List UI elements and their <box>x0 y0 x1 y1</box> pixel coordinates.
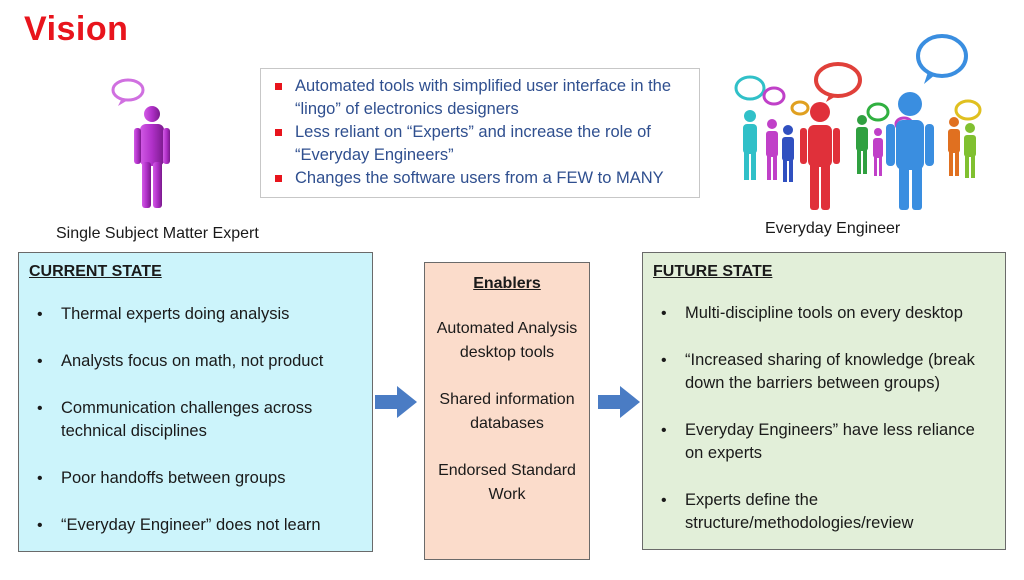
bullet-icon: • <box>37 517 43 534</box>
list-item: •Communication challenges across technic… <box>37 399 313 440</box>
list-item: •Poor handoffs between groups <box>29 467 362 490</box>
everyday-engineers-icon <box>734 34 982 210</box>
enabler-item: Endorsed Standard Work <box>438 462 576 503</box>
future-state-heading: FUTURE STATE <box>653 263 773 280</box>
right-arrow-icon <box>598 386 640 418</box>
vision-bullet: Less reliant on “Experts” and increase t… <box>271 121 689 167</box>
bullet-icon: • <box>661 352 667 369</box>
future-state-panel: FUTURE STATE • Multi-discipline tools on… <box>642 252 1006 550</box>
bullet-icon: • <box>661 422 667 439</box>
bullet-icon: • <box>37 353 43 370</box>
list-item: • Multi-discipline tools on every deskto… <box>653 302 995 325</box>
page-title: Vision <box>24 10 129 48</box>
vision-bullet: Changes the software users from a FEW to… <box>271 167 689 190</box>
bullet-icon: • <box>37 400 43 417</box>
expert-person-icon <box>111 78 170 208</box>
bullet-icon: • <box>661 492 667 509</box>
list-item: •“Increased sharing of knowledge (break … <box>661 351 975 392</box>
bullet-icon <box>275 129 282 136</box>
enabler-item: Automated Analysis desktop tools <box>436 320 578 361</box>
enabler-item: Shared information databases <box>439 391 575 432</box>
vision-bullets-box: Automated tools with simplified user int… <box>260 68 700 198</box>
list-item: •Thermal experts doing analysis <box>29 303 362 326</box>
bullet-icon <box>275 175 282 182</box>
vision-bullet: Automated tools with simplified user int… <box>271 75 689 121</box>
enablers-panel: Enablers Automated Analysis desktop tool… <box>424 262 590 560</box>
list-item: •Everyday Engineers” have less reliance … <box>661 421 975 462</box>
everyday-engineer-caption: Everyday Engineer <box>765 220 901 237</box>
bullet-icon <box>275 83 282 90</box>
right-arrow-icon <box>375 386 417 418</box>
current-state-panel: CURRENT STATE •Thermal experts doing ana… <box>18 252 373 552</box>
list-item: •Analysts focus on math, not product <box>29 350 362 373</box>
bullet-icon: • <box>37 470 43 487</box>
bullet-icon: • <box>661 305 667 322</box>
enablers-heading: Enablers <box>473 275 541 292</box>
list-item: •Experts define the structure/methodolog… <box>661 491 914 532</box>
bullet-icon: • <box>37 306 43 323</box>
expert-caption: Single Subject Matter Expert <box>56 225 259 242</box>
list-item: •“Everyday Engineer” does not learn <box>29 514 362 537</box>
current-state-heading: CURRENT STATE <box>29 263 162 280</box>
